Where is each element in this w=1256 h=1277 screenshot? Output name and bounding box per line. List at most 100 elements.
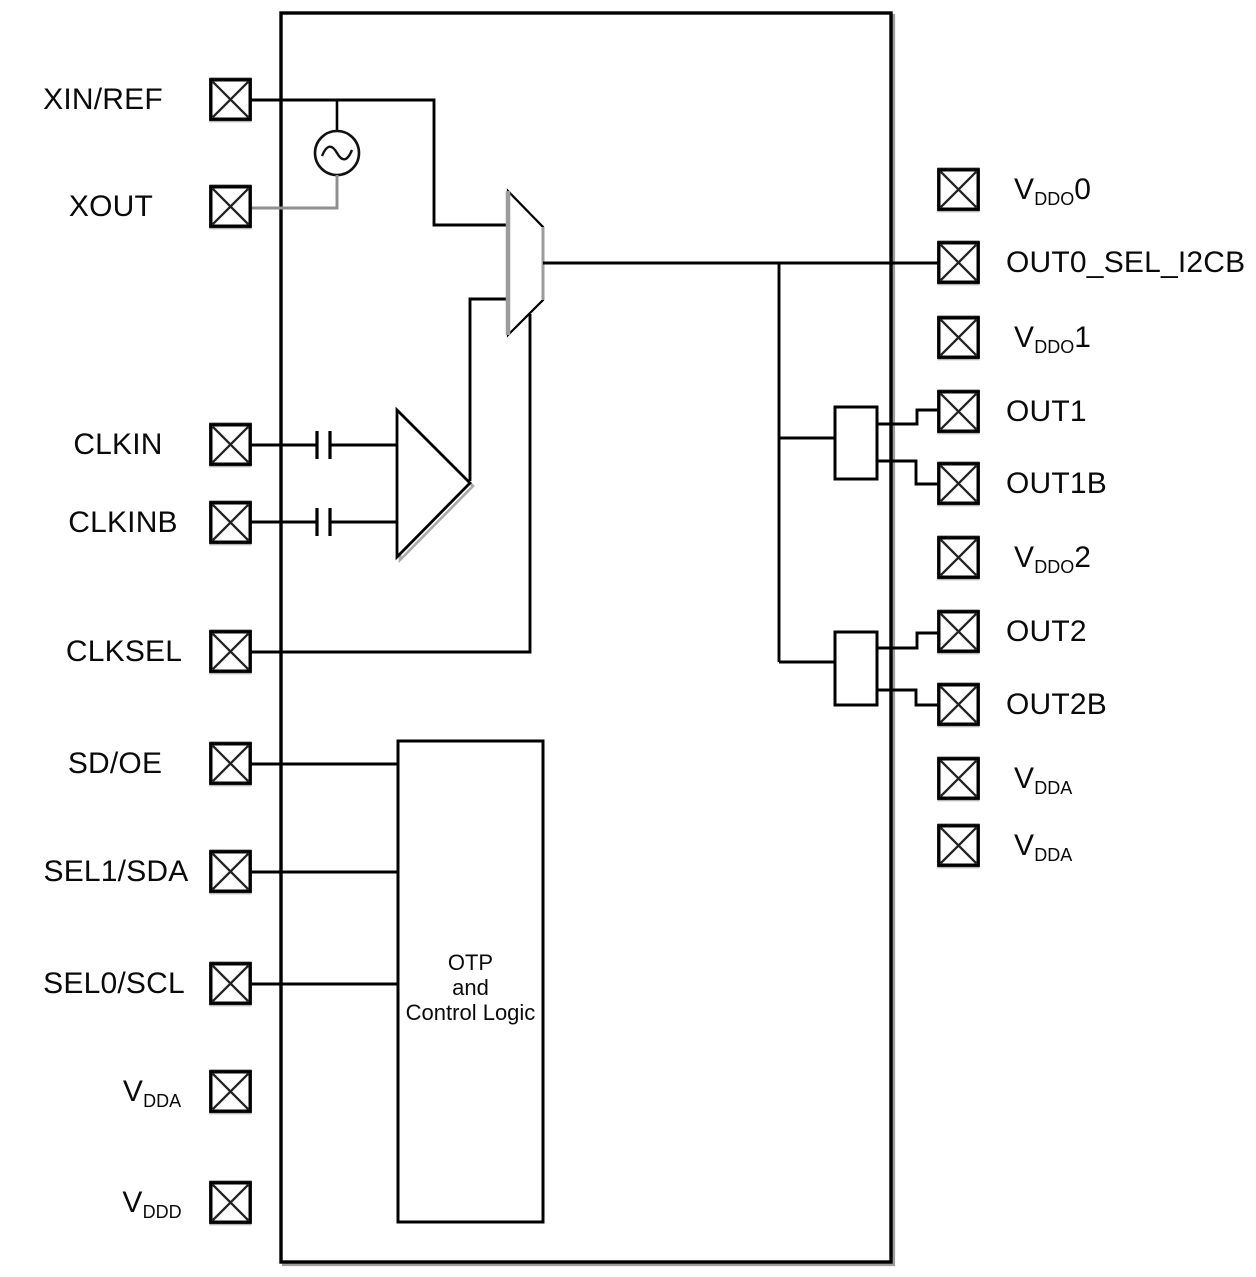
wire-buffer1-to-out1 — [877, 408, 939, 426]
pin-vdda-box — [208, 1068, 254, 1115]
pin-vddd-label: VDDD — [2, 1181, 302, 1225]
pin-vddd-subscript: DDD — [142, 1202, 182, 1222]
pin-vdda-2-label: VDDA — [1014, 824, 1072, 868]
pin-symbol-icon — [209, 1068, 252, 1115]
pin-symbol-icon — [937, 608, 980, 655]
pin-xout-box — [208, 183, 254, 230]
otp-box-label: OTP and Control Logic — [398, 950, 543, 1025]
pin-vddo1-box — [936, 314, 982, 361]
pin-vdda-1-text: V — [1014, 762, 1035, 795]
pin-vddo1-suffix: 1 — [1074, 321, 1092, 354]
oscillator-sine-icon — [320, 145, 354, 161]
pin-symbol-icon — [937, 681, 980, 728]
pin-symbol-icon — [209, 421, 252, 468]
pin-sd-oe-box — [208, 740, 254, 787]
ic-outline — [279, 11, 893, 1264]
output-buffer-2 — [833, 630, 879, 707]
pin-vddo2-text: V — [1014, 541, 1035, 574]
output-buffer-1 — [833, 405, 879, 481]
pin-sel1-sda-box — [208, 848, 254, 895]
pin-symbol-icon — [209, 183, 252, 230]
pin-xout-label: XOUT — [0, 185, 261, 229]
pin-sel0-scl-box — [208, 960, 254, 1007]
pin-sel0-scl-text: SEL0/SCL — [43, 967, 185, 1000]
pin-vdda-1-label: VDDA — [1014, 757, 1072, 801]
otp-box-label-line1: OTP — [447, 950, 494, 975]
pin-vdda-text: V — [122, 1075, 144, 1108]
wire-amp-to-mux — [468, 297, 506, 481]
pin-out2-label: OUT2 — [1006, 610, 1087, 654]
pin-vddo0-suffix: 0 — [1074, 173, 1092, 206]
pin-out2b-text: OUT2B — [1006, 688, 1108, 721]
pin-symbol-icon — [937, 388, 980, 435]
wire-clksel-to-mux — [251, 314, 532, 654]
pin-symbol-icon — [209, 76, 252, 123]
pin-clksel-label: CLKSEL — [0, 630, 274, 674]
pin-symbol-icon — [937, 314, 980, 361]
pin-symbol-icon — [209, 628, 252, 675]
pin-clksel-text: CLKSEL — [65, 635, 183, 668]
pin-xin-ref-label: XIN/REF — [0, 78, 253, 122]
pin-out2-text: OUT2 — [1006, 615, 1087, 648]
otp-control-logic-box — [396, 739, 545, 1224]
pin-symbol-icon — [209, 1179, 252, 1226]
pin-vddo0-text: V — [1014, 173, 1035, 206]
pin-vdda-2-subscript: DDA — [1034, 845, 1073, 865]
pin-out0-sel-i2cb-label: OUT0_SEL_I2CB — [1006, 241, 1245, 285]
pin-clkinb-text: CLKINB — [68, 506, 178, 539]
pin-out1-box — [936, 388, 982, 435]
otp-box-label-line2: and — [452, 975, 489, 1000]
pin-symbol-icon — [937, 460, 980, 507]
pin-vdda-1-box — [936, 755, 982, 802]
pin-out0-sel-i2cb-text: OUT0_SEL_I2CB — [1006, 246, 1246, 279]
pin-clkinb-box — [208, 499, 254, 546]
pin-out2-box — [936, 608, 982, 655]
pin-clkin-text: CLKIN — [73, 428, 163, 461]
pin-sel1-sda-text: SEL1/SDA — [43, 855, 189, 888]
pin-vddo0-box — [936, 166, 982, 213]
pin-xin-ref-text: XIN/REF — [43, 83, 163, 116]
pin-vddo1-label: VDDO1 — [1014, 316, 1091, 360]
pin-clkin-label: CLKIN — [0, 423, 268, 467]
wire-buffer2-to-out2 — [877, 631, 939, 650]
pin-xout-text: XOUT — [68, 190, 154, 223]
pin-vddo2-suffix: 2 — [1074, 541, 1092, 574]
wire-xinref-to-mux — [251, 98, 506, 227]
otp-box-label-line3: Control Logic — [405, 1000, 536, 1025]
pin-clksel-box — [208, 628, 254, 675]
pin-symbol-icon — [937, 534, 980, 581]
pin-symbol-icon — [209, 960, 252, 1007]
pin-xin-ref-box — [208, 76, 254, 123]
pin-vddd-box — [208, 1179, 254, 1226]
pin-symbol-icon — [937, 166, 980, 213]
pin-out0-sel-i2cb-box — [936, 239, 982, 286]
pin-out2b-label: OUT2B — [1006, 683, 1107, 727]
pin-out1b-text: OUT1B — [1006, 467, 1108, 500]
wire-buffer1-to-out1b — [877, 459, 939, 486]
pin-symbol-icon — [209, 740, 252, 787]
pin-out1-label: OUT1 — [1006, 390, 1087, 434]
pin-out1b-label: OUT1B — [1006, 462, 1107, 506]
pin-sd-oe-text: SD/OE — [67, 747, 163, 780]
pin-out1b-box — [936, 460, 982, 507]
pin-clkinb-label: CLKINB — [0, 501, 273, 545]
pin-vddd-text: V — [122, 1186, 143, 1219]
pin-vddo1-text: V — [1014, 321, 1035, 354]
pin-symbol-icon — [937, 755, 980, 802]
pin-clkin-box — [208, 421, 254, 468]
pin-sel1-sda-label: SEL1/SDA — [0, 850, 266, 894]
pin-out1-text: OUT1 — [1006, 395, 1087, 428]
pin-vdda-subscript: DDA — [143, 1091, 182, 1111]
pin-symbol-icon — [209, 499, 252, 546]
pin-vdda-2-box — [936, 822, 982, 869]
pin-sel0-scl-label: SEL0/SCL — [0, 962, 264, 1006]
pin-out2b-box — [936, 681, 982, 728]
pin-vddo1-subscript: DDO — [1034, 337, 1075, 357]
wire-buffer2-to-out2b — [877, 688, 939, 707]
pin-vddo2-box — [936, 534, 982, 581]
pin-vddo0-subscript: DDO — [1034, 189, 1075, 209]
pin-vddo0-label: VDDO0 — [1014, 168, 1091, 212]
pin-vdda-2-text: V — [1014, 829, 1035, 862]
